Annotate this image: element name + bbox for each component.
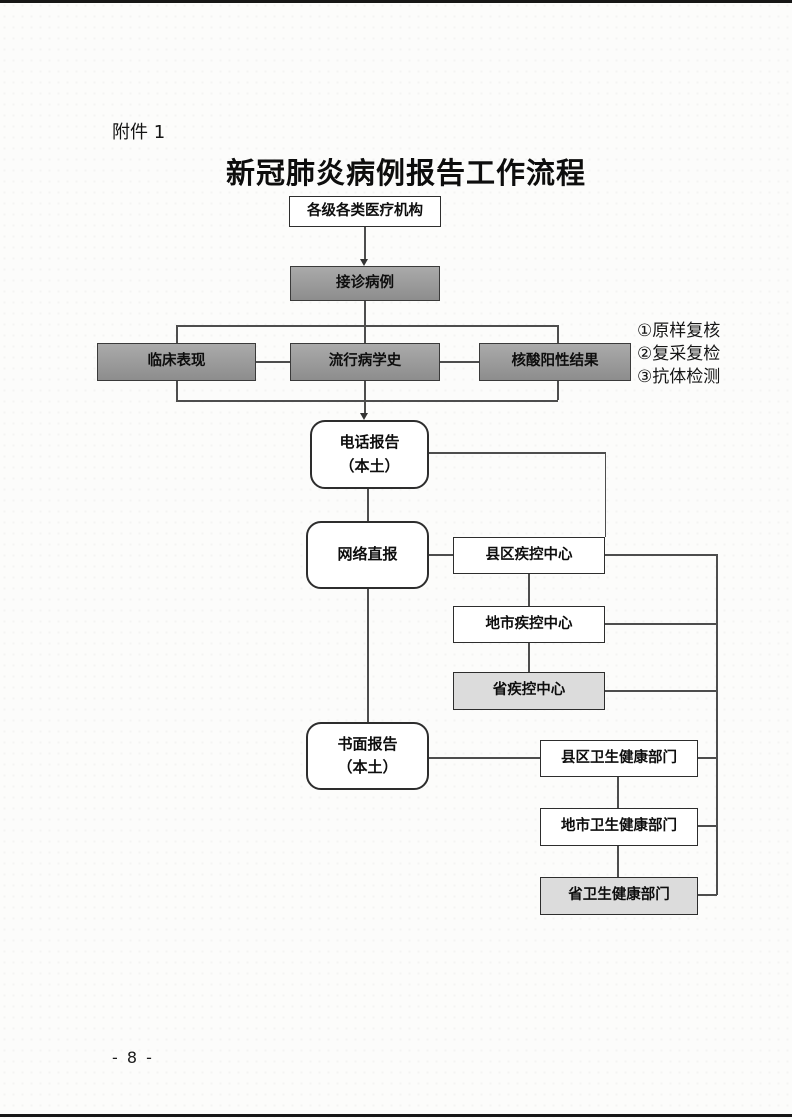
node-city-cdc: 地市疾控中心 bbox=[453, 606, 605, 643]
node-province-cdc: 省疾控中心 bbox=[453, 672, 605, 710]
flow-line bbox=[605, 554, 717, 556]
attachment-label: 附件 1 bbox=[112, 122, 166, 143]
node-phone-report-line1: 电话报告 bbox=[339, 433, 400, 452]
node-network-report: 网络直报 bbox=[306, 521, 429, 589]
flow-line bbox=[176, 400, 558, 402]
flow-line bbox=[429, 452, 606, 454]
flow-line bbox=[256, 361, 290, 363]
flow-line bbox=[617, 777, 619, 808]
flow-line bbox=[429, 757, 540, 759]
page-title: 新冠肺炎病例报告工作流程 bbox=[225, 158, 586, 190]
flow-line bbox=[429, 554, 453, 556]
node-province-health: 省卫生健康部门 bbox=[540, 877, 698, 915]
flow-line bbox=[698, 825, 717, 827]
scan-artifact-bottom bbox=[0, 1114, 792, 1117]
node-phone-report: 电话报告 （本土） bbox=[310, 420, 429, 489]
arrowhead bbox=[360, 413, 368, 420]
flow-line bbox=[364, 301, 366, 343]
flow-line bbox=[605, 623, 717, 625]
node-epi-history: 流行病学史 bbox=[290, 343, 440, 381]
side-note-1: ①原样复核 bbox=[637, 321, 721, 341]
flow-line bbox=[716, 554, 718, 895]
flow-line bbox=[176, 381, 178, 400]
flow-line bbox=[367, 589, 369, 722]
arrowhead bbox=[360, 259, 368, 266]
node-county-cdc: 县区疾控中心 bbox=[453, 537, 605, 574]
flow-line bbox=[698, 894, 717, 896]
flow-line bbox=[617, 846, 619, 877]
node-written-report: 书面报告 （本土） bbox=[306, 722, 429, 790]
page-number: - 8 - bbox=[112, 1048, 154, 1067]
side-note-3: ③抗体检测 bbox=[637, 367, 721, 387]
node-medical-orgs: 各级各类医疗机构 bbox=[289, 196, 441, 227]
flow-line bbox=[604, 452, 606, 537]
node-clinical: 临床表现 bbox=[97, 343, 256, 381]
node-network-report-label: 网络直报 bbox=[337, 545, 398, 564]
flow-line bbox=[528, 574, 530, 606]
node-nucleic-positive: 核酸阳性结果 bbox=[479, 343, 631, 381]
flow-line bbox=[605, 690, 717, 692]
flow-line bbox=[176, 325, 558, 327]
node-phone-report-line2: （本土） bbox=[339, 456, 400, 475]
flow-line bbox=[364, 400, 366, 414]
flow-line bbox=[176, 325, 178, 343]
flow-line bbox=[528, 643, 530, 672]
side-note-2: ②复采复检 bbox=[637, 344, 721, 364]
flow-line bbox=[364, 227, 366, 260]
node-city-health: 地市卫生健康部门 bbox=[540, 808, 698, 846]
flow-line bbox=[557, 381, 559, 400]
flow-line bbox=[440, 361, 479, 363]
node-county-health: 县区卫生健康部门 bbox=[540, 740, 698, 777]
flow-line bbox=[367, 489, 369, 521]
flow-line bbox=[364, 381, 366, 400]
scan-artifact-top bbox=[0, 0, 792, 3]
side-notes: ①原样复核 ②复采复检 ③抗体检测 bbox=[637, 320, 720, 389]
node-receive-case: 接诊病例 bbox=[290, 266, 440, 301]
node-written-report-line1: 书面报告 bbox=[337, 734, 398, 753]
node-written-report-line2: （本土） bbox=[337, 758, 398, 776]
flow-line bbox=[698, 757, 717, 759]
flow-line bbox=[557, 325, 559, 343]
